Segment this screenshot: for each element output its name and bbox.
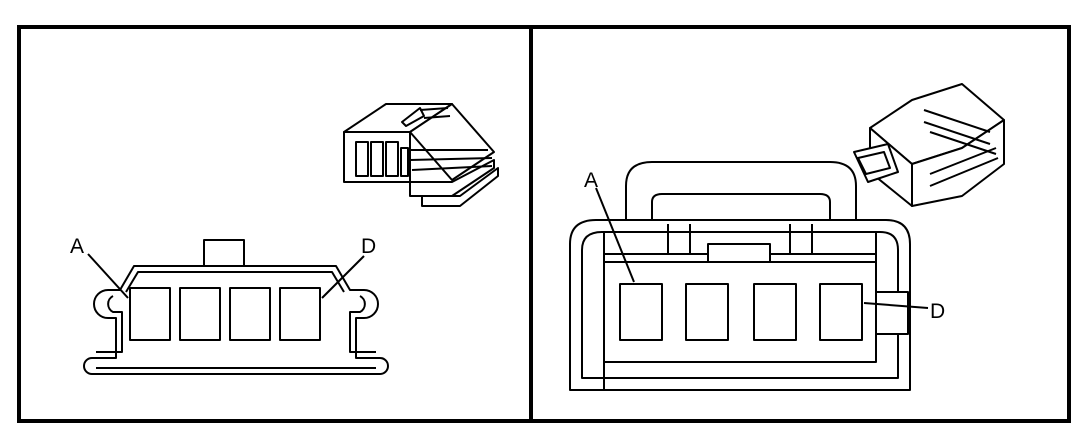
left-terminal-cavity-a	[129, 287, 171, 341]
left-panel	[83, 103, 499, 375]
right-terminal-cavity-c	[753, 283, 797, 341]
right-terminal-cavity-b	[685, 283, 729, 341]
right-panel	[569, 83, 1005, 391]
right-terminal-cavity-a	[619, 283, 663, 341]
left-terminal-cavity-b	[179, 287, 221, 341]
left-locking-tab	[203, 239, 245, 267]
right-center-tab	[707, 243, 771, 263]
right-connector-front-view	[569, 161, 911, 391]
right-label-d: D	[930, 300, 945, 323]
left-label-d: D	[361, 235, 376, 258]
right-leader-a	[595, 187, 635, 283]
left-terminal-cavity-c	[229, 287, 271, 341]
right-leader-d	[863, 302, 929, 309]
left-label-a: A	[70, 235, 84, 258]
right-connector-iso-view	[853, 83, 1005, 207]
right-terminal-cavity-d	[819, 283, 863, 341]
left-leader-d	[321, 255, 365, 299]
right-side-latch	[875, 291, 909, 335]
left-connector-iso-view	[343, 103, 499, 207]
right-label-a: A	[584, 169, 598, 192]
left-leader-a	[87, 253, 129, 299]
left-terminal-cavity-d	[279, 287, 321, 341]
